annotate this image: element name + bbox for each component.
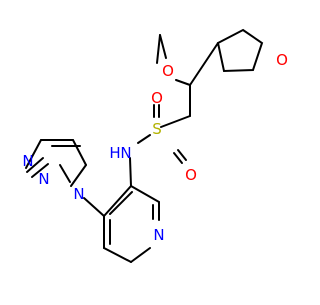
atom-label-triazole-n3: N [22,152,33,170]
bond-methyl-stub [159,34,167,59]
bond-pyridine-triazole [83,197,105,217]
bond-pyr-c4-c3-double [109,191,133,215]
bond-tri-n2-n3-double [31,163,49,178]
atom-label-sulfonyl-oxygen-top: O [151,89,163,107]
bond-tri-c5-c4 [72,139,87,166]
bond-ch2-s [160,115,191,128]
bond-ch-thf [189,42,219,86]
bond-pyr-n-c6 [130,247,151,263]
bond-tri-n2-n3 [26,157,44,173]
atom-label-sulfur: S [152,120,162,138]
bond-tri-n1-n2 [59,164,71,183]
bond-s-n [137,134,151,144]
atom-labels: O O S O O H N N N N N [22,51,288,244]
bond-ch-ome [175,79,191,86]
atom-label-amine-nitrogen: N [120,144,131,162]
atom-label-sulfonyl-oxygen-bottom: O [185,166,197,184]
thf-ring-bonds [216,28,264,73]
bond-pyr-c3-c2 [130,185,160,203]
bond-pyr-c6-c5 [103,247,132,263]
bond-pyr-c4-c3 [103,185,132,217]
atom-label-methoxy-oxygen: O [162,62,174,80]
bond-n-pyridine [129,157,132,187]
bond-s-o-bottom-b [173,152,183,164]
atom-label-amine-hydrogen: H [109,144,120,162]
bond-o-methyl [156,34,161,64]
atom-label-triazole-n2: N [38,170,49,188]
chemical-structure-diagram: O O S O O H N N N N N [22,28,288,263]
atom-label-thf-oxygen: O [276,51,288,69]
bond-tri-n3-n2 [25,139,42,169]
atom-label-pyridine-nitrogen: N [153,226,164,244]
bonds [25,28,264,263]
bond-s-o-bottom-a [177,149,187,161]
structure-canvas: O O S O O H N N N N N [22,28,288,263]
atom-label-triazole-n1: N [73,185,84,203]
bond-tri-n1-c5 [70,164,87,187]
